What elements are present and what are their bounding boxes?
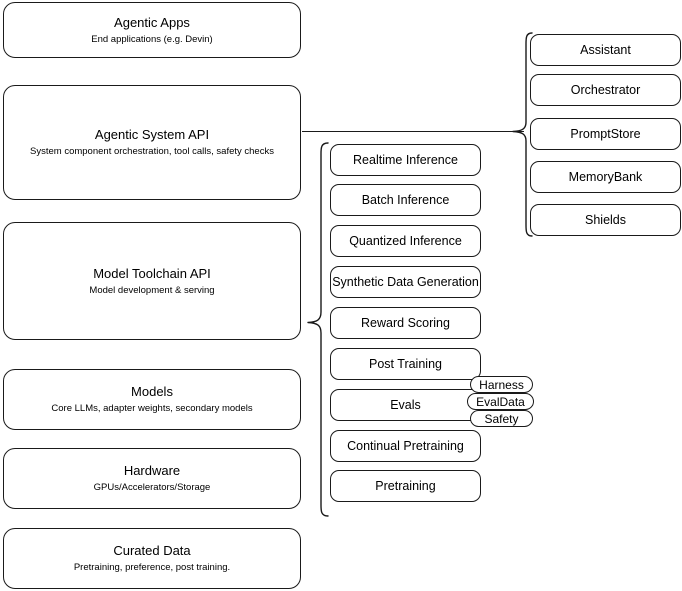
component-reward-scoring-label: Reward Scoring — [361, 316, 450, 330]
component-batch-inference-label: Batch Inference — [361, 193, 450, 207]
component-orchestrator-label: Orchestrator — [570, 83, 641, 97]
evals-subcomponent-safety[interactable]: Safety — [470, 410, 533, 427]
layer-hardware[interactable]: Hardware GPUs/Accelerators/Storage — [3, 448, 301, 509]
evals-subcomponent-safety-label: Safety — [484, 411, 519, 426]
connector-agentic-system-api-to-components — [302, 130, 524, 132]
component-promptstore-label: PromptStore — [570, 127, 641, 141]
brace-model-toolchain — [307, 142, 329, 517]
component-promptstore[interactable]: PromptStore — [530, 118, 681, 150]
component-realtime-inference[interactable]: Realtime Inference — [330, 144, 481, 176]
evals-subcomponent-evaldata[interactable]: EvalData — [467, 393, 534, 410]
layer-curated-data[interactable]: Curated Data Pretraining, preference, po… — [3, 528, 301, 589]
component-quantized-inference-label: Quantized Inference — [349, 234, 462, 248]
layer-agentic-system-api-subtitle: System component orchestration, tool cal… — [30, 146, 274, 157]
component-memorybank[interactable]: MemoryBank — [530, 161, 681, 193]
component-evals-label: Evals — [390, 398, 421, 412]
component-realtime-inference-label: Realtime Inference — [353, 153, 458, 167]
layer-curated-data-title: Curated Data — [113, 543, 191, 558]
component-evals[interactable]: Evals — [330, 389, 481, 421]
component-continual-pretraining[interactable]: Continual Pretraining — [330, 430, 481, 462]
component-pretraining-label: Pretraining — [375, 479, 436, 493]
layer-agentic-system-api-title: Agentic System API — [94, 127, 210, 142]
layer-hardware-subtitle: GPUs/Accelerators/Storage — [93, 482, 211, 493]
layer-models-title: Models — [131, 384, 173, 399]
component-batch-inference[interactable]: Batch Inference — [330, 184, 481, 216]
component-orchestrator[interactable]: Orchestrator — [530, 74, 681, 106]
layer-agentic-apps-subtitle: End applications (e.g. Devin) — [91, 33, 213, 45]
layer-model-toolchain-api-title: Model Toolchain API — [93, 265, 211, 281]
component-pretraining[interactable]: Pretraining — [330, 470, 481, 502]
component-post-training[interactable]: Post Training — [330, 348, 481, 380]
component-quantized-inference[interactable]: Quantized Inference — [330, 225, 481, 257]
component-reward-scoring[interactable]: Reward Scoring — [330, 307, 481, 339]
component-assistant-label: Assistant — [580, 43, 631, 57]
component-synthetic-data-generation-label: Synthetic Data Generation — [332, 275, 479, 289]
layer-hardware-title: Hardware — [123, 463, 181, 478]
evals-subcomponent-harness[interactable]: Harness — [470, 376, 533, 393]
layer-agentic-apps[interactable]: Agentic Apps End applications (e.g. Devi… — [3, 2, 301, 58]
component-continual-pretraining-label: Continual Pretraining — [347, 439, 464, 453]
brace-agentic-system — [512, 32, 533, 237]
layer-curated-data-subtitle: Pretraining, preference, post training. — [73, 562, 231, 573]
evals-subcomponent-evaldata-label: EvalData — [476, 394, 525, 409]
component-memorybank-label: MemoryBank — [568, 170, 643, 184]
component-assistant[interactable]: Assistant — [530, 34, 681, 66]
layer-model-toolchain-api-subtitle: Model development & serving — [89, 284, 215, 296]
layer-agentic-system-api[interactable]: Agentic System API System component orch… — [3, 85, 301, 200]
layer-agentic-apps-title: Agentic Apps — [114, 14, 190, 30]
layer-models-subtitle: Core LLMs, adapter weights, secondary mo… — [51, 403, 253, 414]
layer-models[interactable]: Models Core LLMs, adapter weights, secon… — [3, 369, 301, 430]
evals-subcomponent-harness-label: Harness — [479, 377, 524, 392]
component-shields[interactable]: Shields — [530, 204, 681, 236]
layer-model-toolchain-api[interactable]: Model Toolchain API Model development & … — [3, 222, 301, 340]
component-synthetic-data-generation[interactable]: Synthetic Data Generation — [330, 266, 481, 298]
component-post-training-label: Post Training — [369, 357, 442, 371]
component-shields-label: Shields — [585, 213, 626, 227]
